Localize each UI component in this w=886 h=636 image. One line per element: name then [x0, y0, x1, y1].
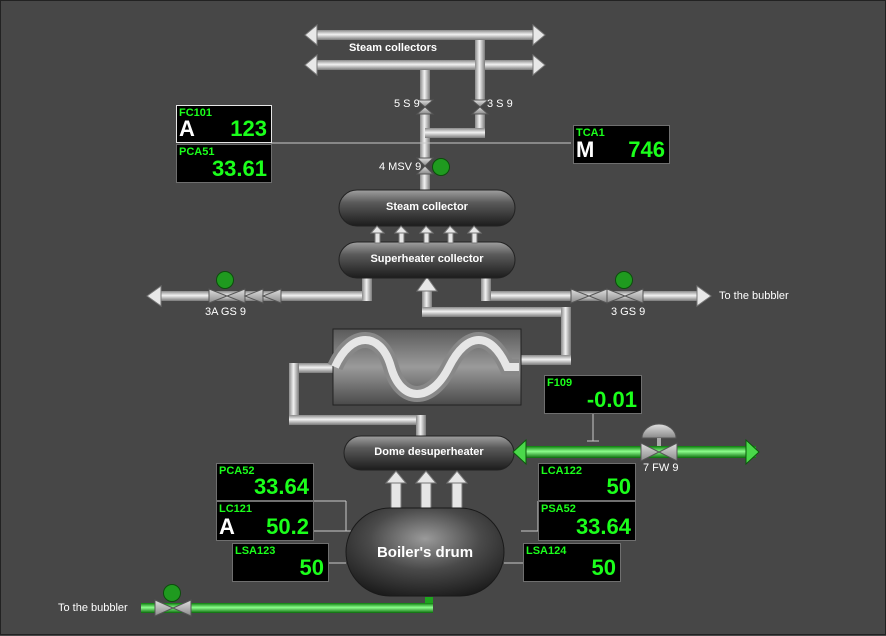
lsa123-tag: LSA123: [235, 545, 276, 557]
lca122-value: 50: [606, 474, 631, 499]
lsa124-tag: LSA124: [526, 545, 567, 557]
valve-drain-status-lamp: [163, 584, 181, 602]
pca52-value: 33.64: [253, 474, 309, 499]
steam-collectors-header: [304, 23, 546, 77]
superheater-loop-pipes: [289, 276, 571, 437]
boiler-drum-label: Boiler's drum: [376, 544, 474, 561]
lsa123-indicator-panel[interactable]: LSA123 50: [232, 543, 329, 582]
f109-tag: F109: [547, 377, 573, 389]
valve-3ags9-label: 3A GS 9: [205, 306, 246, 318]
steam-collector-label: Steam collector: [386, 201, 468, 213]
lc121-mode: A: [219, 514, 235, 539]
lc121-controller-panel[interactable]: LC121 A 50.2: [216, 501, 314, 541]
valve-3s9-label: 3 S 9: [487, 98, 513, 110]
collector-flow-arrows: [369, 225, 483, 244]
fc101-tag: FC101: [179, 107, 213, 119]
dome-desuperheater-label: Dome desuperheater: [374, 446, 484, 458]
valve-4msv9-label: 4 MSV 9: [379, 161, 422, 173]
pca51-value: 33.61: [211, 156, 267, 181]
valve-5s9-body[interactable]: [415, 99, 435, 115]
f109-indicator-panel[interactable]: F109 -0.01: [544, 375, 642, 414]
lc121-value: 50.2: [266, 514, 309, 539]
outlet-to-bubbler-left: To the bubbler: [58, 602, 128, 614]
drum-riser-arrows: [384, 470, 469, 510]
valve-3gs9-status-lamp: [615, 271, 633, 289]
lsa124-indicator-panel[interactable]: LSA124 50: [523, 543, 621, 582]
valve-4msv9-body[interactable]: [415, 157, 435, 175]
lc121-tag: LC121: [219, 503, 253, 515]
valve-3gs9-body[interactable]: [570, 288, 644, 304]
fc101-controller-panel[interactable]: FC101 A 123: [176, 105, 272, 143]
steam-collectors-label: Steam collectors: [348, 42, 438, 54]
valve-7fw9-body[interactable]: [640, 423, 678, 462]
valve-drain-body[interactable]: [154, 599, 192, 617]
outlet-to-bubbler-right: To the bubbler: [719, 290, 789, 302]
valve-7fw9-label: 7 FW 9: [643, 462, 679, 474]
boiler-drum-vessel: [345, 507, 505, 597]
pca52-tag: PCA52: [219, 465, 255, 477]
collector-vessels: [338, 189, 516, 279]
psa52-value: 33.64: [575, 514, 631, 539]
valve-3s9-body[interactable]: [470, 99, 490, 115]
feedwater-pipe: [512, 438, 760, 466]
psa52-indicator-panel[interactable]: PSA52 33.64: [538, 501, 636, 541]
pca51-tag: PCA51: [179, 146, 215, 158]
lca122-tag: LCA122: [541, 465, 582, 477]
tca1-mode: M: [576, 137, 595, 162]
header-drop-pipes: [420, 40, 485, 193]
valve-3ags9-status-lamp: [216, 271, 234, 289]
psa52-tag: PSA52: [541, 503, 576, 515]
valve-4msv9-status-lamp: [432, 158, 450, 176]
fc101-mode: A: [179, 116, 195, 141]
lca122-indicator-panel[interactable]: LCA122 50: [538, 463, 636, 501]
fc101-value: 123: [230, 116, 267, 141]
valve-3gs9-label: 3 GS 9: [611, 306, 646, 318]
lsa123-value: 50: [299, 555, 324, 580]
superheater-heat-exchanger: [327, 328, 522, 406]
pca51-indicator-panel[interactable]: PCA51 33.61: [176, 144, 272, 183]
tca1-controller-panel[interactable]: TCA1 M 746: [573, 125, 670, 164]
lsa124-value: 50: [591, 555, 616, 580]
valve-3ags9-body[interactable]: [208, 288, 282, 304]
f109-value: -0.01: [586, 387, 637, 412]
superheater-collector-label: Superheater collector: [370, 253, 484, 265]
valve-5s9-label: 5 S 9: [394, 98, 420, 110]
pca52-indicator-panel[interactable]: PCA52 33.64: [216, 463, 314, 501]
tca1-tag: TCA1: [576, 127, 605, 139]
tca1-value: 746: [628, 137, 665, 162]
drain-pipe: [141, 597, 433, 613]
